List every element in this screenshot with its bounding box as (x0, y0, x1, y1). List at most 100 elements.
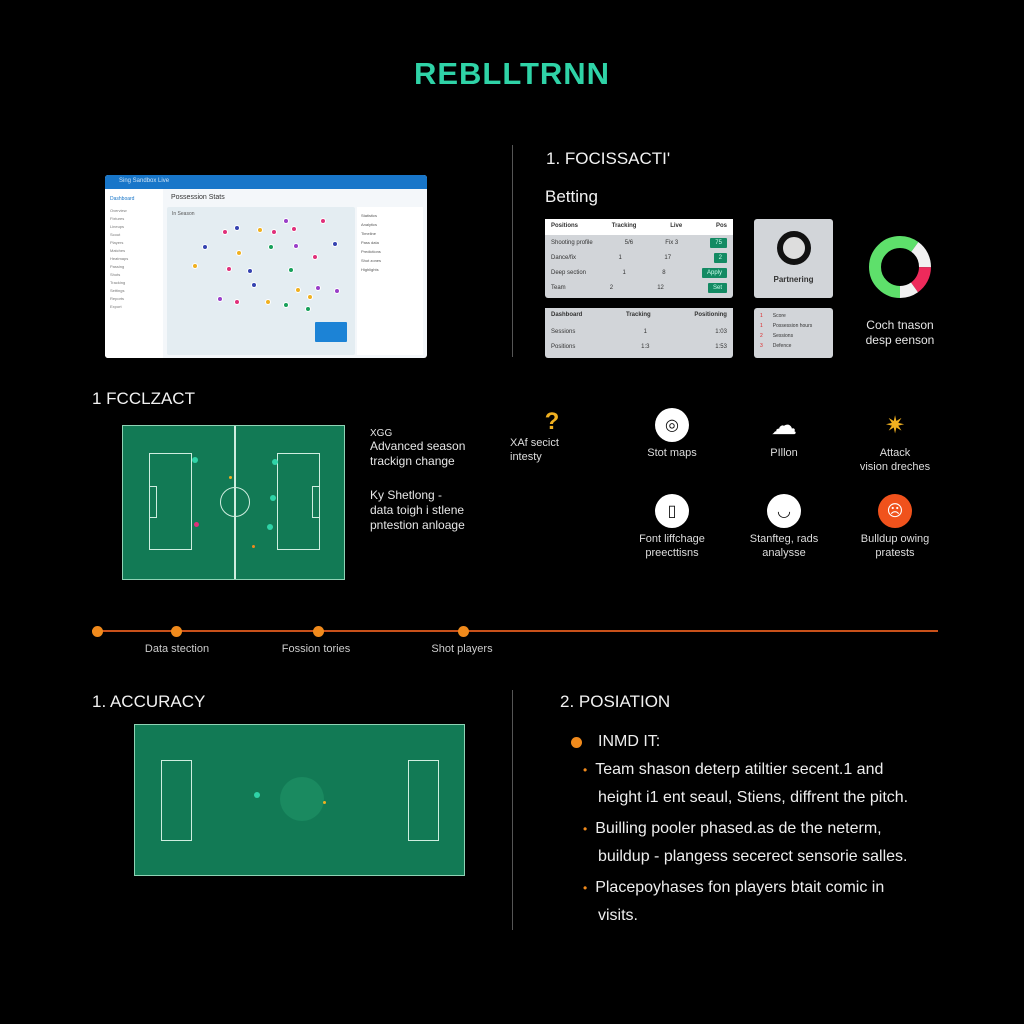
donut-chart (869, 236, 931, 298)
timeline-line (92, 630, 938, 632)
sidebar-item[interactable]: Lineups (110, 224, 125, 229)
table-cell: 1 (618, 254, 622, 261)
list-item[interactable]: 1 Score (760, 311, 827, 321)
row-action-button[interactable]: Apply (701, 267, 727, 278)
section-heading: 1. FOCISSACTI' (546, 149, 671, 168)
bowl-icon: ◡ (767, 494, 801, 528)
label-line: XAf secict (510, 437, 559, 449)
sidebar-item[interactable]: Shots (110, 272, 121, 277)
row-action-button[interactable]: Set (707, 282, 727, 293)
right-panel-item[interactable]: Highlights (361, 267, 379, 272)
table-cell: Deep section (551, 269, 587, 276)
rank-number: 1 (760, 313, 763, 319)
rank-label: Possession hours (772, 323, 813, 329)
right-panel-item[interactable]: Pass data (361, 240, 379, 245)
bullet-item: •Team shason deterp atiltier secent.1 an… (583, 756, 963, 811)
timeline-label: Fossion tories (281, 643, 351, 655)
timeline-dot[interactable] (92, 626, 103, 637)
sidebar-item[interactable]: Heatmaps (110, 256, 129, 261)
table-cell: 5/6 (624, 239, 634, 246)
rank-number: 2 (760, 333, 763, 339)
label-line: Stot maps (647, 447, 697, 459)
divider (512, 690, 513, 930)
sidebar-item[interactable]: Matches (110, 248, 126, 253)
right-panel-item[interactable]: Statistics (361, 213, 378, 218)
table-cell: 1:03 (715, 328, 727, 335)
rank-number: 3 (760, 343, 763, 349)
sidebar-item[interactable]: Players (110, 240, 124, 245)
label-line: pratests (875, 547, 915, 559)
logo: Dashboard (110, 196, 135, 202)
label-line: Font liffchage (639, 533, 705, 545)
position-lead: INMD IT: (598, 733, 661, 750)
note-line: Ky Shetlong - (370, 488, 443, 502)
note-line: data toigh i stlene (370, 503, 465, 517)
sidebar-item[interactable]: Scout (110, 232, 121, 237)
table-cell: 12 (657, 284, 664, 291)
stats-widget[interactable] (315, 322, 347, 342)
gear-icon: ✷ (884, 411, 906, 439)
label-line: intesty (510, 451, 542, 463)
bullet-dot: • (583, 881, 588, 895)
sidebar-item[interactable]: Reports (110, 296, 125, 301)
right-panel-item[interactable]: Timeline (361, 231, 376, 236)
row-action-button[interactable]: 2 (713, 252, 727, 263)
note-line: pntestion anloage (370, 518, 465, 532)
timeline-dot[interactable] (458, 626, 469, 637)
sidebar-item[interactable]: Export (110, 304, 122, 309)
label-line: Stanfteg, rads (749, 533, 819, 545)
sidebar-item[interactable]: Overview (110, 208, 127, 213)
question-icon: ? (544, 408, 560, 435)
note-xg: XGG Advanced season trackign change (370, 429, 465, 469)
table-cell: Positions (551, 343, 576, 350)
column-header: Live (670, 223, 683, 229)
dashboard-page-title: Possession Stats (171, 194, 225, 201)
sidebar-item[interactable]: Passing (110, 264, 125, 269)
feature-label: PIllon (724, 446, 844, 460)
table-cell: Shooting profile (551, 239, 593, 246)
right-panel-item[interactable]: Analytics (361, 222, 378, 227)
bullet-line: Team shason deterp atiltier secent.1 and (595, 761, 884, 778)
sidebar-item[interactable]: Fixtures (110, 216, 125, 221)
bullet-line: buildup - plangess secerect sensorie sal… (598, 848, 908, 865)
table-cell: Team (551, 284, 566, 291)
timeline-dot[interactable] (171, 626, 182, 637)
row-action-button[interactable]: 75 (710, 237, 727, 248)
timeline-dot[interactable] (313, 626, 324, 637)
note-shooting: Ky Shetlong - data toigh i stlene pntest… (370, 488, 465, 533)
bullet-dot: • (583, 822, 588, 836)
logo-card: Partnering (754, 219, 833, 298)
logo-card-label: Partnering (773, 275, 814, 284)
note-line: Advanced season (370, 439, 466, 453)
bullet-line: height i1 ent seaul, Stiens, diffrent th… (598, 789, 909, 806)
sidebar-item[interactable]: Tracking (110, 280, 126, 285)
timeline-label: Shot players (431, 643, 493, 655)
section-heading: 1. ACCURACY (92, 692, 206, 711)
right-panel-item[interactable]: Predictions (361, 249, 381, 254)
table-cell: 2 (609, 284, 614, 291)
table-cell: 8 (662, 269, 666, 276)
rank-label: Score (772, 313, 786, 319)
sidebar-item[interactable]: Settings (110, 288, 125, 293)
table-row[interactable]: Team 2 12 Set (545, 280, 733, 295)
column-header: Positioning (694, 312, 727, 318)
app-titlebar: Sing Sandbox Live (105, 175, 427, 189)
cloud-icon: ☁ (771, 409, 797, 440)
right-panel-item[interactable]: Shot zones (361, 258, 382, 263)
label-line: vision dreches (859, 461, 931, 473)
table-cell: 17 (664, 254, 672, 261)
